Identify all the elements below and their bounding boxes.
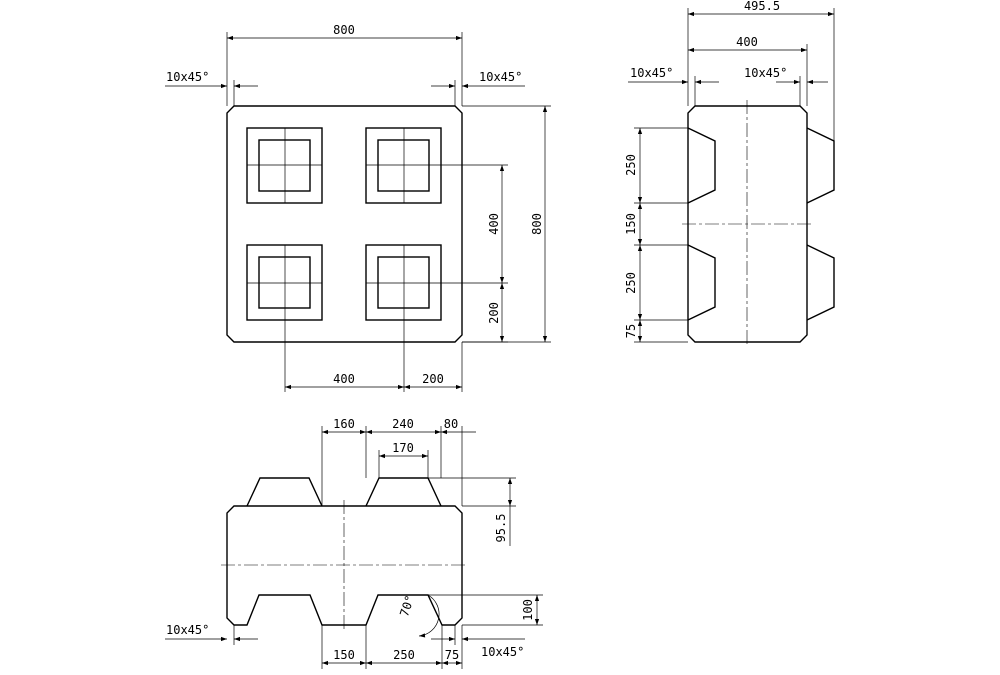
front-view: 160 240 80 170 95.5 100	[165, 417, 543, 669]
dim-front-chamfer-right-label: 10x45°	[481, 645, 524, 659]
dim-front-stud-base-label: 240	[392, 417, 414, 431]
dim-front-socket-angle-label: 70°	[397, 593, 417, 618]
dim-front-stud-height-label: 95.5	[494, 514, 508, 543]
dim-front-socket-depth-label: 100	[521, 599, 535, 621]
dim-top-edge-horizontal-label: 200	[422, 372, 444, 386]
dim-side-bottom-edge-label: 75	[624, 324, 638, 338]
dim-side-body-width: 400	[688, 35, 808, 106]
side-socket-lower	[687, 244, 716, 321]
dim-front-bottom-offset-label: 150	[333, 648, 355, 662]
dim-top-pitch-vertical: 400 200	[462, 165, 508, 343]
dim-front-socket-angle: 70°	[397, 593, 440, 638]
dim-top-width: 800	[226, 23, 463, 106]
dim-front-stud-offset-label: 160	[333, 417, 355, 431]
front-stud-left	[246, 477, 323, 507]
side-stud-lower	[806, 244, 835, 321]
side-socket-upper	[687, 127, 716, 204]
dim-side-chamfer-left-label: 10x45°	[630, 66, 673, 80]
front-view-outline	[226, 505, 463, 626]
dim-front-socket-width-label: 250	[393, 648, 415, 662]
dim-side-total-width-label: 495.5	[744, 0, 780, 13]
dim-side-chamfer-right-label: 10x45°	[744, 66, 787, 80]
dim-top-chamfer-left: 10x45°	[165, 70, 258, 106]
front-stud-right	[365, 477, 442, 507]
side-view-outline	[687, 105, 808, 343]
dim-front-stud-top-label: 170	[392, 441, 414, 455]
dim-front-bottom-edge-label: 75	[445, 648, 459, 662]
dim-front-chamfer-right: 10x45°	[431, 625, 525, 659]
dim-top-chamfer-right-label: 10x45°	[479, 70, 522, 84]
top-view: 800 10x45° 10x45° 800 400	[165, 23, 551, 392]
top-socket-3	[246, 244, 323, 321]
dim-side-body-width-label: 400	[736, 35, 758, 49]
top-socket-2	[365, 127, 442, 204]
dim-top-height: 800	[462, 105, 551, 343]
dim-top-pitch-horizontal-label: 400	[333, 372, 355, 386]
front-view-centerlines	[221, 500, 468, 632]
dim-front-stud-top: 170	[378, 441, 429, 478]
dim-front-chamfer-left: 10x45°	[165, 623, 258, 645]
top-view-outline	[226, 105, 463, 343]
dim-front-stud-height: 95.5	[428, 477, 516, 546]
top-view-centerlines	[247, 128, 508, 392]
dim-top-edge-vertical-label: 200	[487, 302, 501, 324]
dim-top-pitch-vertical-label: 400	[487, 213, 501, 235]
dim-front-chamfer-left-label: 10x45°	[166, 623, 209, 637]
dim-side-gap-label: 150	[624, 213, 638, 235]
dim-side-vertical-chain: 250 150 250 75	[624, 127, 688, 343]
dim-front-stud-clearance-label: 80	[444, 417, 458, 431]
dim-top-pitch-horizontal: 400 200	[285, 342, 463, 392]
side-view-centerlines	[682, 100, 813, 346]
dim-side-chamfer-right: 10x45°	[744, 66, 828, 106]
dim-front-top-chain: 160 240 80	[321, 417, 476, 506]
dim-top-height-label: 800	[530, 213, 544, 235]
top-socket-4	[365, 244, 442, 321]
top-socket-1	[246, 127, 323, 204]
dim-top-chamfer-left-label: 10x45°	[166, 70, 209, 84]
dim-side-stud-upper-label: 250	[624, 154, 638, 176]
dim-side-stud-lower-label: 250	[624, 272, 638, 294]
dim-side-chamfer-left: 10x45°	[628, 66, 719, 106]
side-view: 495.5 400 10x45° 10x45°	[624, 0, 835, 346]
dim-front-bottom-chain: 150 250 75	[321, 625, 463, 669]
dim-front-socket-depth: 100	[428, 594, 543, 626]
side-stud-upper	[806, 127, 835, 204]
dim-side-total-width: 495.5	[687, 0, 835, 141]
dim-top-width-label: 800	[333, 23, 355, 37]
dim-top-chamfer-right: 10x45°	[431, 70, 525, 106]
